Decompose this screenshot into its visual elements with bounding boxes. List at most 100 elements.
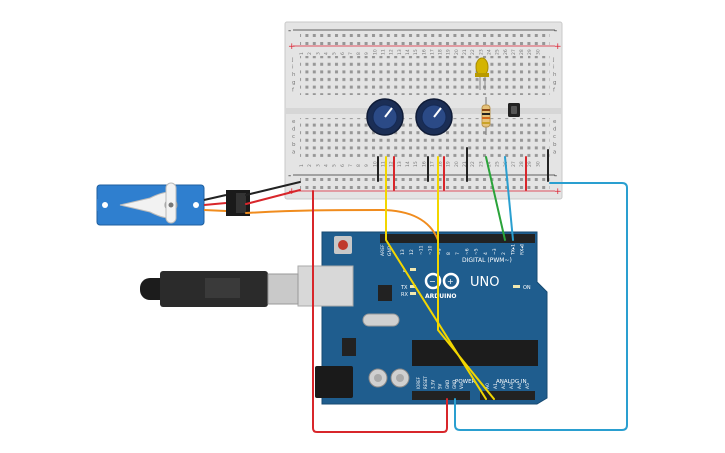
wire-servo-power	[245, 189, 301, 205]
digital-pin-label: TX▸1	[510, 244, 516, 256]
svg-text:+: +	[447, 277, 454, 286]
digital-pin-label: 4	[483, 252, 489, 255]
column-number-top: 9	[364, 52, 370, 55]
power-pin-label: IOREF	[416, 376, 421, 389]
analog-pin-label: A1	[493, 383, 499, 389]
usb-cable[interactable]	[140, 271, 299, 307]
row-letter-top-right: j	[552, 57, 555, 63]
row-letter-bottom-left: e	[292, 119, 296, 125]
column-number-top: 23	[478, 49, 484, 55]
row-letter-top-right: i	[553, 65, 555, 71]
column-number-bottom: 15	[413, 161, 419, 167]
digital-pin-label: ~10	[428, 245, 434, 255]
led[interactable]	[475, 57, 489, 90]
column-number-top: 1	[299, 52, 305, 55]
rail-plus-label-top-left: +	[288, 42, 296, 52]
column-number-top: 15	[413, 49, 419, 55]
column-number-bottom: 25	[495, 161, 501, 167]
digital-pin-label: RX◂0	[520, 244, 526, 255]
power-pin-label: 5V	[438, 383, 443, 389]
column-number-top: 28	[519, 49, 525, 55]
column-number-top: 14	[405, 49, 411, 55]
column-number-top: 6	[340, 52, 346, 55]
rail-minus-label-bottom-right: -	[554, 171, 557, 181]
wire-5v	[312, 190, 448, 433]
led-tx-indicator	[410, 285, 416, 288]
digital-pin-label: 7	[455, 252, 461, 255]
column-number-top: 7	[348, 52, 354, 55]
column-number-top: 2	[307, 52, 313, 55]
digital-pin-label: ~5	[474, 248, 480, 255]
column-number-top: 18	[438, 49, 444, 55]
digital-pin-label: 8	[446, 252, 452, 255]
column-number-bottom: 5	[332, 164, 338, 167]
analog-label: ANALOG IN	[496, 379, 527, 385]
column-number-top: 29	[527, 49, 533, 55]
push-button[interactable]	[508, 103, 520, 117]
column-number-top: 24	[486, 49, 492, 55]
on-label: ON	[523, 285, 531, 291]
digital-pin-label: 12	[409, 249, 415, 255]
wire-blue-button	[504, 156, 514, 241]
wire-servo-ground	[245, 181, 301, 196]
column-number-bottom: 2	[307, 164, 313, 167]
resistor[interactable]	[481, 97, 491, 135]
column-number-top: 20	[454, 49, 460, 55]
column-number-bottom: 17	[429, 161, 435, 167]
board-name-label: UNO	[470, 275, 499, 290]
potentiometer-2[interactable]	[415, 98, 453, 136]
arduino-labels: UNO ARDUINO DIGITAL (PWM~) POWER ANALOG …	[380, 244, 531, 385]
digital-pin-label: ~6	[464, 248, 470, 255]
rail-minus-label-top-left: -	[288, 26, 291, 36]
column-number-top: 27	[511, 49, 517, 55]
row-letter-bottom-right: b	[553, 142, 557, 148]
column-number-bottom: 1	[299, 164, 305, 167]
column-number-bottom: 19	[446, 161, 452, 167]
row-letter-top-left: i	[292, 65, 294, 71]
column-number-bottom: 23	[478, 161, 484, 167]
led-rx-indicator	[410, 292, 416, 295]
rail-plus-label-bottom-right: +	[554, 187, 562, 197]
rx-label: RX	[401, 292, 408, 298]
column-number-top: 25	[495, 49, 501, 55]
rail-minus-label-bottom-left: -	[288, 171, 291, 181]
row-letter-top-right: g	[553, 80, 557, 86]
column-number-bottom: 16	[421, 161, 427, 167]
row-letter-top-right: f	[553, 87, 556, 93]
analog-pin-label: A0	[485, 383, 491, 389]
digital-pin-label: 2	[501, 252, 507, 255]
column-number-top: 21	[462, 49, 468, 55]
breadboard[interactable]	[284, 21, 563, 200]
potentiometer-1[interactable]	[366, 98, 404, 136]
row-letter-top-left: g	[292, 80, 296, 86]
servo-motor[interactable]	[96, 182, 250, 226]
row-letter-bottom-right: e	[553, 119, 557, 125]
column-number-top: 17	[429, 49, 435, 55]
row-letter-bottom-right: d	[553, 127, 557, 133]
column-number-top: 22	[470, 49, 476, 55]
row-letter-bottom-left: d	[292, 127, 296, 133]
wire-ground	[454, 182, 628, 431]
column-number-bottom: 6	[340, 164, 346, 167]
row-letter-bottom-right: c	[553, 134, 556, 140]
analog-pin-label: A5	[525, 383, 531, 389]
column-number-top: 16	[421, 49, 427, 55]
row-letter-bottom-left: b	[292, 142, 296, 148]
column-number-top: 4	[323, 52, 329, 55]
power-pin-label: GND	[452, 380, 457, 389]
column-number-bottom: 21	[462, 161, 468, 167]
column-number-bottom: 3	[315, 164, 321, 167]
digital-pin-label: ~11	[418, 245, 424, 255]
wire-pot1-a0	[385, 156, 487, 400]
digital-header-label: DIGITAL (PWM~)	[462, 257, 512, 264]
wires	[245, 147, 628, 433]
column-number-top: 3	[315, 52, 321, 55]
column-number-top: 10	[372, 49, 378, 55]
analog-pin-label: A2	[501, 383, 507, 389]
column-number-bottom: 28	[519, 161, 525, 167]
digital-pin-label: ~3	[492, 248, 498, 255]
